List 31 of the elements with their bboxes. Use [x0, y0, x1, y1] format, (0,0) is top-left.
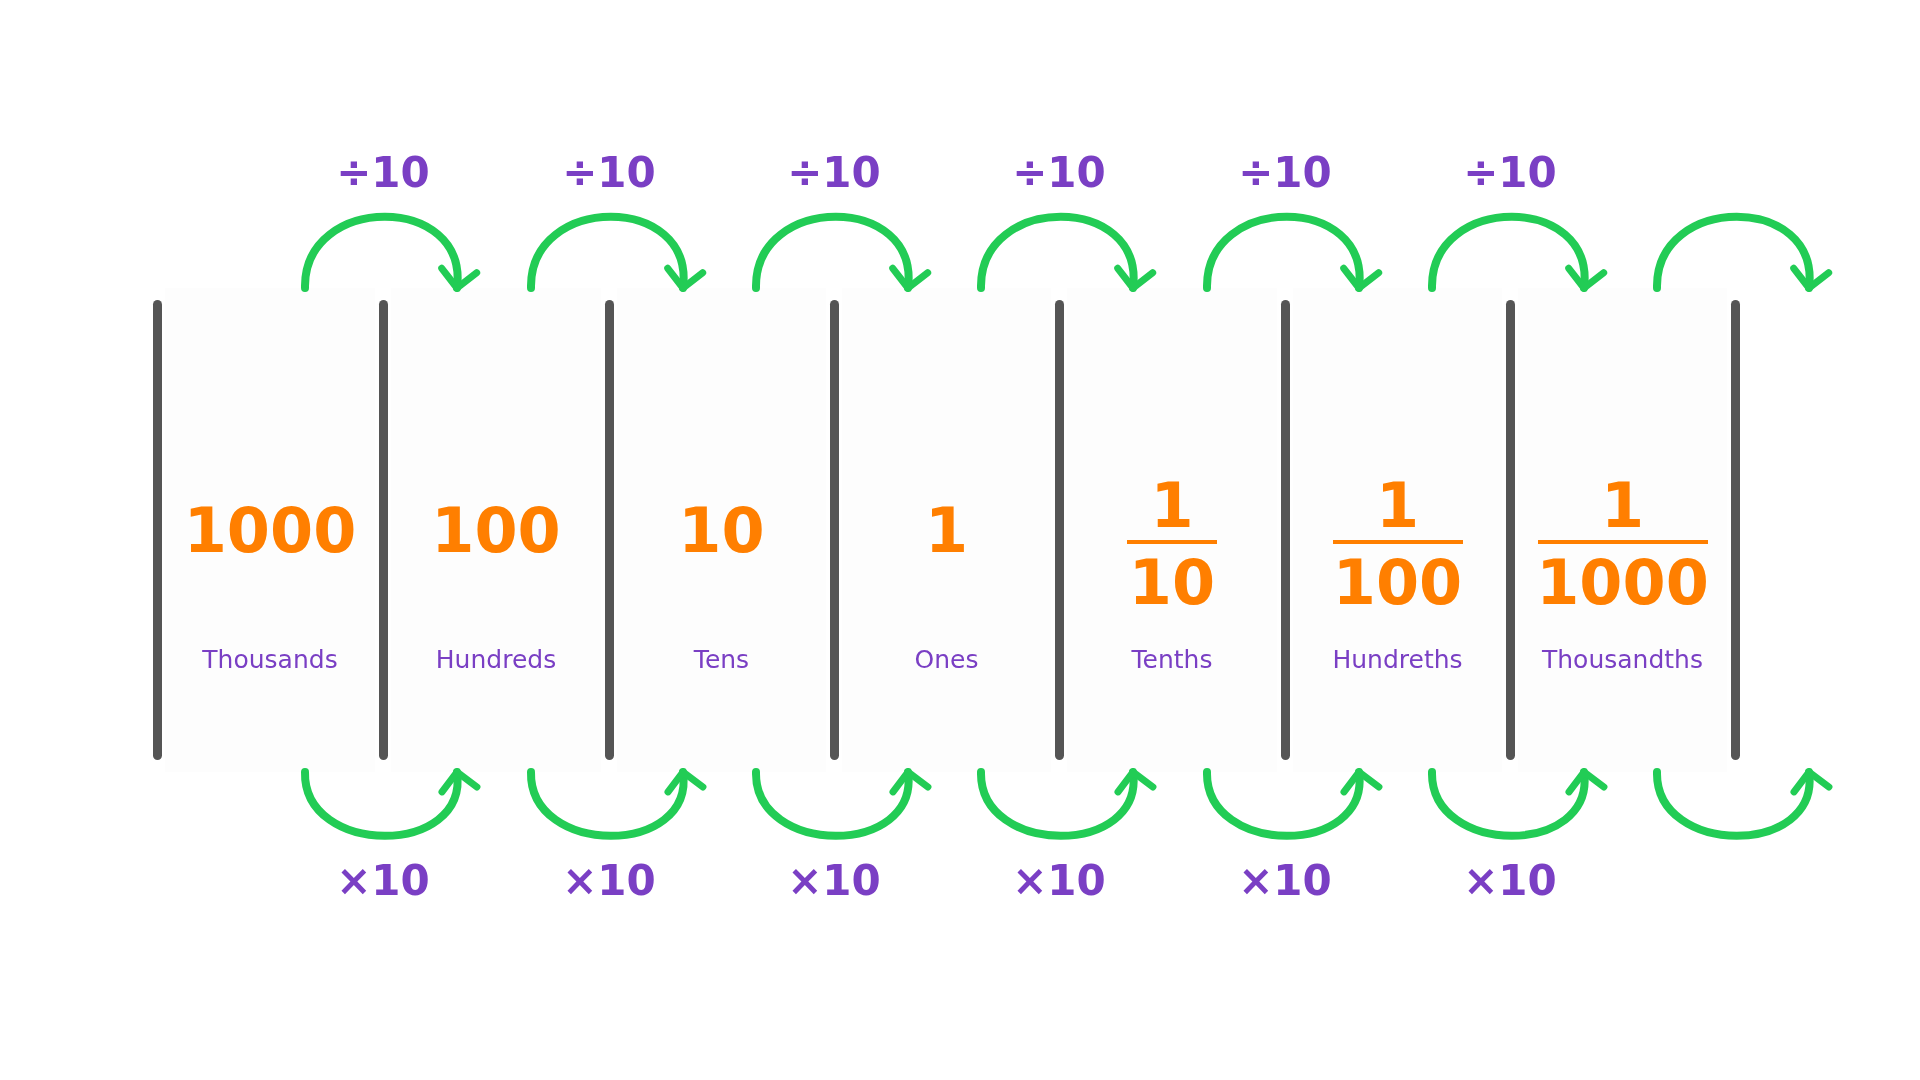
place-value-name: Thousands: [201, 645, 339, 675]
curved-arrow: [527, 768, 704, 840]
fraction-denominator: 100: [1331, 552, 1464, 614]
curved-arrow: [977, 212, 1154, 292]
curved-arrow: [752, 212, 929, 292]
place-value-name: Thousandths: [1541, 645, 1704, 675]
curved-arrow: [1653, 768, 1830, 840]
fraction-numerator: 1: [1374, 475, 1421, 537]
place-value-name: Ones: [913, 645, 980, 675]
curved-arrow: [1203, 212, 1380, 292]
curved-arrow: [1428, 768, 1605, 840]
curved-arrow: [527, 212, 704, 292]
place-value-number: 1000: [182, 500, 358, 562]
fraction-numerator: 1: [1149, 475, 1195, 537]
place-value-number: 1: [923, 500, 970, 562]
fraction-numerator: 1: [1599, 475, 1646, 537]
curved-arrow: [977, 768, 1154, 840]
place-value-name: Hundreths: [1331, 645, 1464, 675]
place-value-name: Hundreds: [434, 645, 558, 675]
curved-arrow: [1428, 212, 1605, 292]
curved-arrow: [1203, 768, 1380, 840]
curved-arrow: [1653, 212, 1830, 292]
place-value-name: Tenths: [1130, 645, 1214, 675]
curved-arrow: [752, 768, 929, 840]
fraction-denominator: 10: [1127, 552, 1217, 614]
curved-arrow: [301, 212, 478, 292]
place-value-number: 100: [430, 500, 562, 562]
place-value-name: Tens: [692, 645, 751, 675]
curved-arrow: [301, 768, 478, 840]
place-value-number: 10: [677, 500, 766, 562]
fraction-denominator: 1000: [1535, 552, 1710, 614]
